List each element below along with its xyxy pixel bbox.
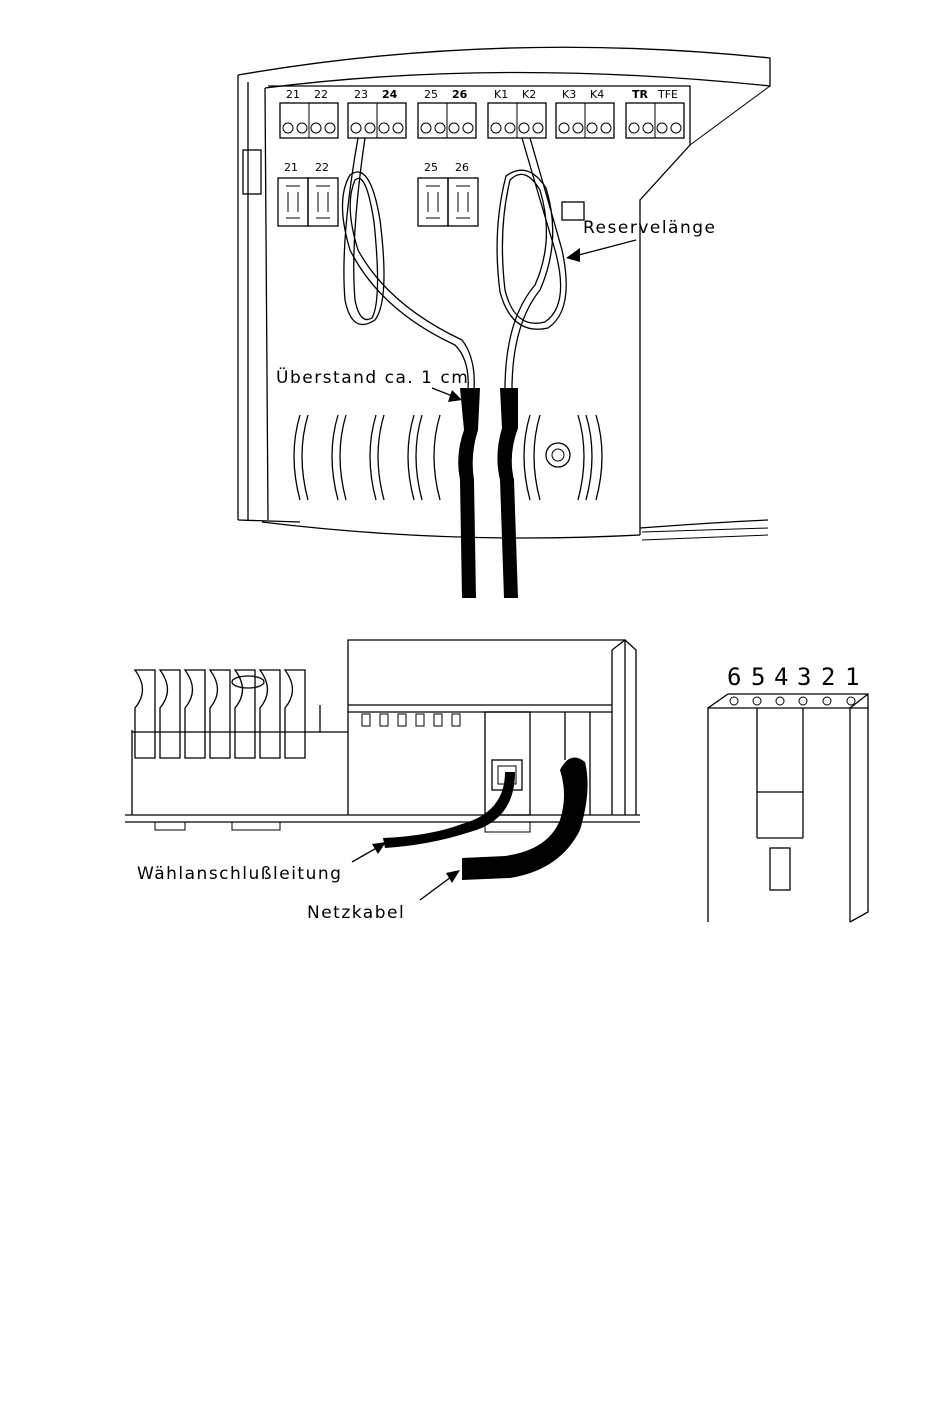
pin-number: 2 (821, 663, 835, 691)
pin-number: 4 (774, 663, 788, 691)
power-cable-label: Netzkabel (307, 903, 405, 923)
terminal-block-23-24: 23 24 (348, 88, 406, 138)
terminal-label: 26 (452, 88, 468, 101)
terminal-label: 25 (424, 88, 438, 101)
reserve-length-arrow (575, 240, 636, 256)
terminal-label: K3 (562, 88, 576, 101)
overhang-label: Überstand ca. 1 cm (276, 366, 469, 388)
housing-side-view (125, 640, 640, 832)
right-cable (497, 138, 566, 598)
pin-number: 3 (797, 663, 811, 691)
terminal-label: K1 (494, 88, 508, 101)
dial-line-cable (383, 772, 515, 848)
dial-line-label: Wählanschlußleitung (137, 864, 342, 884)
terminal-label: 24 (382, 88, 398, 101)
terminal-block-k3-k4: K3 K4 (556, 88, 614, 138)
plug-label: 21 (284, 161, 298, 174)
plug-terminals: 21 22 25 26 (278, 161, 478, 226)
terminal-block-k1-k2: K1 K2 (488, 88, 546, 138)
reserve-length-label: Reservelänge (583, 218, 717, 238)
pin-number: 1 (845, 663, 859, 691)
terminal-label: 21 (286, 88, 300, 101)
terminal-label: 23 (354, 88, 368, 101)
plug-label: 26 (455, 161, 469, 174)
terminal-label: 22 (314, 88, 328, 101)
terminal-strip: 21 22 23 24 25 26 K1 K2 (280, 88, 684, 138)
terminal-label: K2 (522, 88, 536, 101)
pin-number: 5 (751, 663, 765, 691)
pin-number: 6 (727, 663, 741, 691)
plug-label: 22 (315, 161, 329, 174)
ventilation-slots (294, 415, 602, 500)
socket-pinout: 6 5 4 3 2 1 (708, 663, 868, 922)
terminal-block-tr-tfe: TR TFE (626, 88, 684, 138)
terminal-label: K4 (590, 88, 604, 101)
plug-label: 25 (424, 161, 438, 174)
terminal-block-21-22: 21 22 (280, 88, 338, 138)
terminal-label: TR (632, 88, 649, 101)
terminal-label: TFE (657, 88, 678, 101)
terminal-block-25-26: 25 26 (418, 88, 476, 138)
